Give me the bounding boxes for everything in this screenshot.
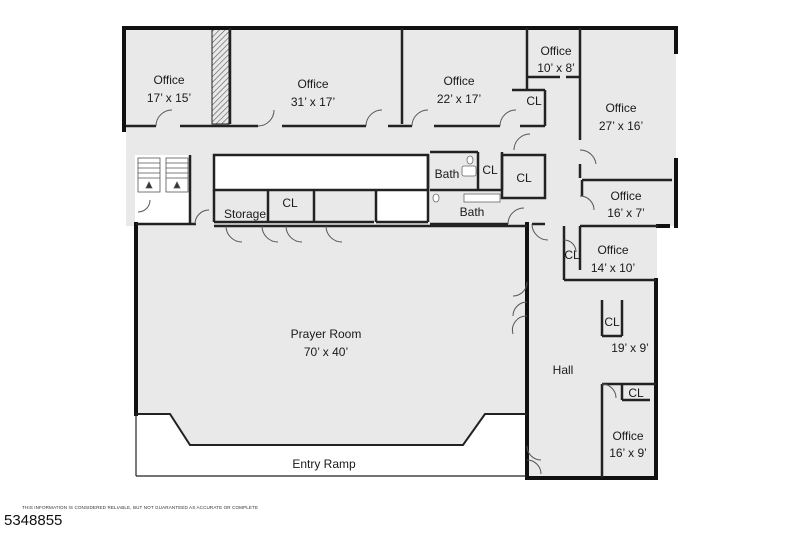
prayer-room-size: 70’ x 40’ [304, 345, 348, 359]
entry-ramp-label: Entry Ramp [292, 457, 356, 471]
stairs [137, 157, 189, 193]
closet-label: CL [628, 386, 644, 400]
exterior-walls [122, 26, 678, 480]
office-f-size: 16’ x 7’ [607, 206, 645, 220]
listing-id: 5348855 [4, 512, 63, 529]
bath-2-label: Bath [460, 205, 485, 219]
office-d-name: Office [540, 44, 571, 58]
office-a-name: Office [153, 73, 184, 87]
office-f-name: Office [610, 189, 641, 203]
office-i-size: 16’ x 9’ [609, 446, 647, 460]
office-c-size: 22’ x 17’ [437, 92, 481, 106]
office-e-size: 27’ x 16’ [599, 119, 643, 133]
entry-ramp-outline [135, 413, 527, 477]
door-swings [137, 109, 617, 475]
white-areas [135, 155, 527, 476]
office-b-name: Office [297, 77, 328, 91]
office-g-name: Office [597, 243, 628, 257]
room-labels: Office 17’ x 15’ Office 31’ x 17’ Office… [147, 44, 649, 471]
storage-label: Storage [224, 207, 266, 221]
hall-label: Hall [553, 363, 574, 377]
room-h-size: 19’ x 9’ [611, 341, 649, 355]
closet-label: CL [282, 196, 298, 210]
closet-label: CL [564, 248, 580, 262]
office-e-name: Office [605, 101, 636, 115]
office-g-size: 14’ x 10’ [591, 261, 635, 275]
office-b-size: 31’ x 17’ [291, 95, 335, 109]
closet-label: CL [516, 171, 532, 185]
closet-label: CL [526, 94, 542, 108]
office-c-name: Office [443, 74, 474, 88]
closet-label: CL [604, 315, 620, 329]
office-a-size: 17’ x 15’ [147, 91, 191, 105]
prayer-room-name: Prayer Room [291, 327, 362, 341]
office-i-name: Office [612, 429, 643, 443]
disclaimer-text: THIS INFORMATION IS CONSIDERED RELIABLE,… [22, 505, 259, 510]
closet-label: CL [482, 163, 498, 177]
wall-chase [211, 27, 230, 125]
bath-1-label: Bath [435, 167, 460, 181]
bath-fixtures [432, 155, 501, 203]
office-d-size: 10’ x 8’ [537, 61, 575, 75]
interior-walls [126, 28, 672, 478]
